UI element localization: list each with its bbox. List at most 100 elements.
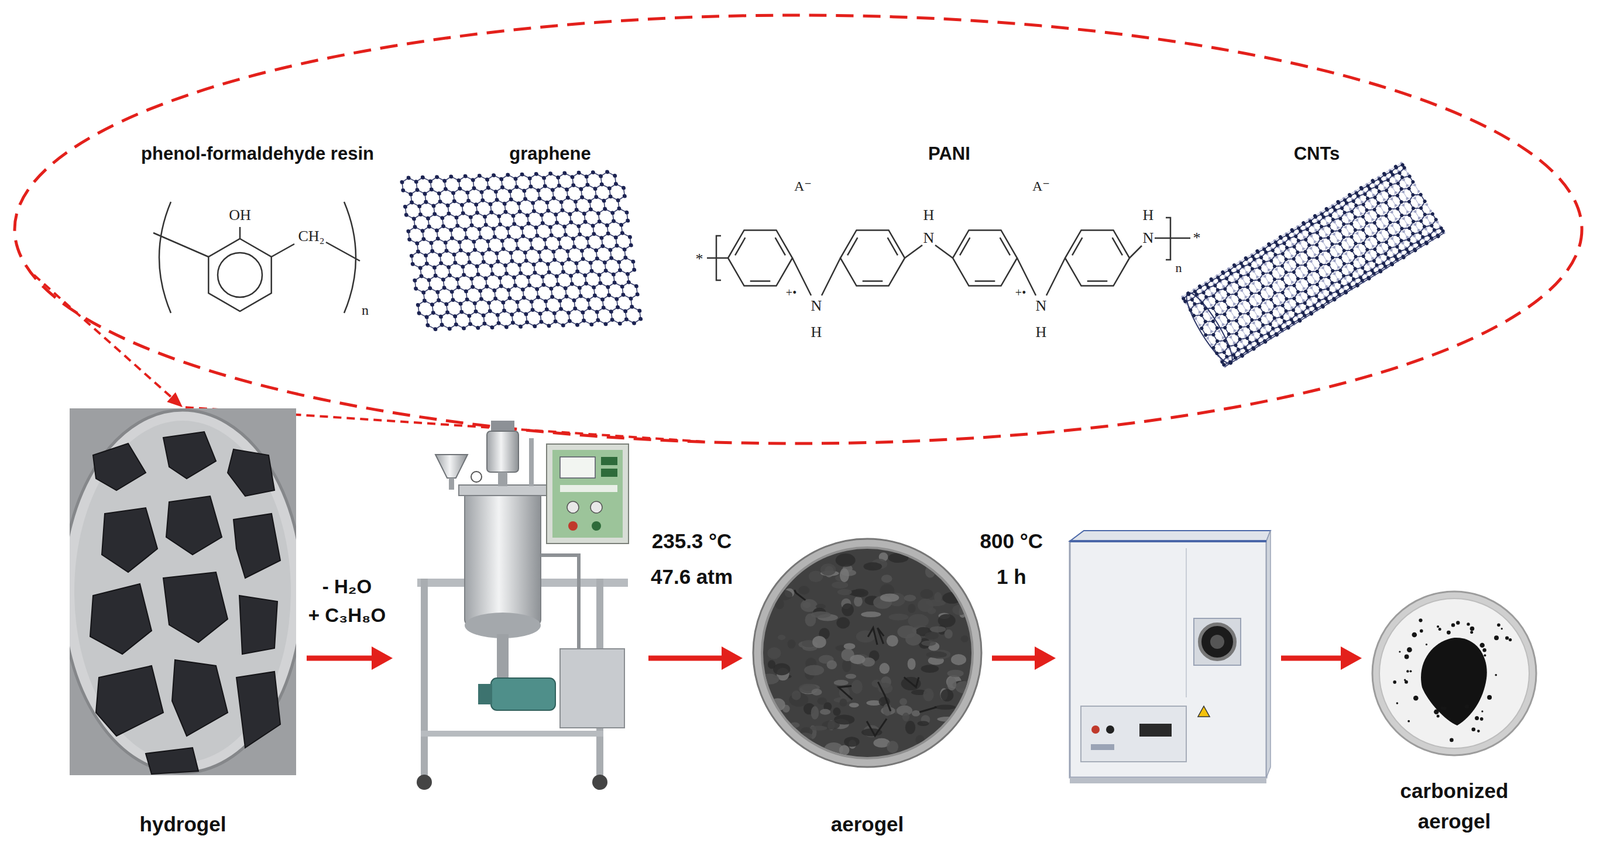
label-anchor: OH xyxy=(228,207,252,225)
pani-structure xyxy=(862,280,884,283)
powder-specks xyxy=(1494,674,1498,677)
powder-specks xyxy=(1470,630,1474,634)
aerogel-texture xyxy=(851,680,863,695)
powder-specks xyxy=(1406,647,1413,653)
reactor-illustration xyxy=(601,457,618,466)
reactor-illustration xyxy=(567,501,579,514)
aerogel-texture xyxy=(863,562,883,571)
furnace-illustration xyxy=(1069,530,1271,784)
hydrogel-photo xyxy=(101,507,158,573)
furnace-node: 800 °C1 h xyxy=(1066,530,1271,784)
hydrogel-photo xyxy=(74,420,291,763)
powder-specks xyxy=(1398,650,1401,653)
label-anchor: * xyxy=(695,251,704,269)
label-anchor: A⁻ xyxy=(794,178,812,194)
process-arrow xyxy=(1340,646,1362,671)
label-anchor: +• xyxy=(785,286,797,300)
powder-specks xyxy=(1449,738,1454,743)
aerogel-texture xyxy=(831,581,848,589)
powder-specks xyxy=(1425,643,1428,646)
aerogel-texture xyxy=(946,677,957,691)
aerogel-texture xyxy=(905,720,916,735)
aerogel-photo xyxy=(753,538,982,768)
aerogel-texture xyxy=(812,636,827,649)
aerogel-texture xyxy=(774,589,793,601)
label-anchor: A⁻ xyxy=(1032,178,1050,194)
aerogel-texture xyxy=(934,592,942,603)
aerogel-texture xyxy=(879,663,891,675)
hydrogel-photo xyxy=(163,431,216,479)
nanotube xyxy=(1182,163,1444,367)
reactor-illustration xyxy=(560,485,618,493)
aerogel-texture xyxy=(886,740,899,754)
atom-label: H xyxy=(811,323,823,341)
aerogel-texture xyxy=(877,627,885,644)
reactor-illustration xyxy=(464,491,541,626)
condition-label: 235.3 °C xyxy=(650,523,733,559)
powder-specks xyxy=(1451,623,1455,627)
furnace-illustration xyxy=(1139,723,1172,737)
atom-label: A⁻ xyxy=(1032,178,1050,194)
aerogel-texture xyxy=(841,603,854,617)
aerogel-texture xyxy=(777,634,786,641)
atom-label: +• xyxy=(1015,286,1026,300)
aerogel-texture xyxy=(791,690,802,701)
pani-bonds xyxy=(1154,237,1191,240)
dashed-grouping xyxy=(14,15,1582,444)
powder-specks xyxy=(1456,620,1460,625)
label-anchor: n xyxy=(361,302,369,318)
aerogel-texture xyxy=(849,702,860,708)
sample-label: hydrogel xyxy=(69,812,297,837)
aerogel-texture xyxy=(924,632,939,640)
hydrogel-photo xyxy=(227,449,275,497)
pani-structure xyxy=(952,229,1018,286)
powder-specks xyxy=(1470,626,1475,632)
text-holder: 800 °C1 h xyxy=(980,523,1043,595)
atom-label: OH xyxy=(228,206,252,224)
powder-specks xyxy=(1482,648,1486,652)
furnace-illustration xyxy=(1069,530,1271,542)
aerogel-texture xyxy=(833,714,855,725)
reactor-illustration xyxy=(529,438,534,487)
label-anchor: CH₂ xyxy=(297,228,325,246)
aerogel-texture xyxy=(845,674,857,679)
powder-specks xyxy=(1447,717,1451,721)
powder-specks xyxy=(1487,695,1492,700)
powder-specks xyxy=(1396,702,1399,705)
powder-specks xyxy=(1433,709,1440,716)
reactor-illustration xyxy=(435,454,468,479)
label-anchor: N xyxy=(923,229,935,247)
atom-label: * xyxy=(1193,229,1201,247)
aerogel-texture xyxy=(867,627,878,645)
reactor-illustration xyxy=(486,431,519,473)
powder-specks xyxy=(1483,654,1486,657)
powder-specks xyxy=(1418,618,1423,623)
powder-specks xyxy=(1407,720,1410,723)
condition-label: 800 °C xyxy=(980,523,1043,559)
pani-structure xyxy=(1065,229,1130,286)
hydrogel-photo xyxy=(236,671,281,748)
aerogel-texture xyxy=(833,680,849,686)
aerogel-texture xyxy=(811,688,823,696)
furnace-illustration xyxy=(1197,706,1210,717)
powder-specks xyxy=(1392,680,1397,685)
aerogel-texture xyxy=(904,595,917,602)
aerogel-texture xyxy=(852,588,869,598)
aerogel-texture xyxy=(853,596,863,607)
aerogel-texture xyxy=(767,647,781,659)
label-anchor: H xyxy=(1142,207,1155,225)
aerogel-texture xyxy=(787,639,796,650)
reactor-illustration xyxy=(448,478,455,490)
powder-specks xyxy=(1501,627,1503,630)
furnace-illustration xyxy=(1106,725,1115,734)
aerogel-texture xyxy=(919,589,933,599)
reactor-illustration xyxy=(420,578,428,778)
structure-panel: graphene xyxy=(403,140,697,340)
aerogel-texture xyxy=(921,640,936,647)
reactor-illustration xyxy=(491,678,556,711)
aerogel-texture xyxy=(794,590,806,601)
aerogel-photo xyxy=(752,538,982,768)
nanotube xyxy=(1182,163,1444,367)
